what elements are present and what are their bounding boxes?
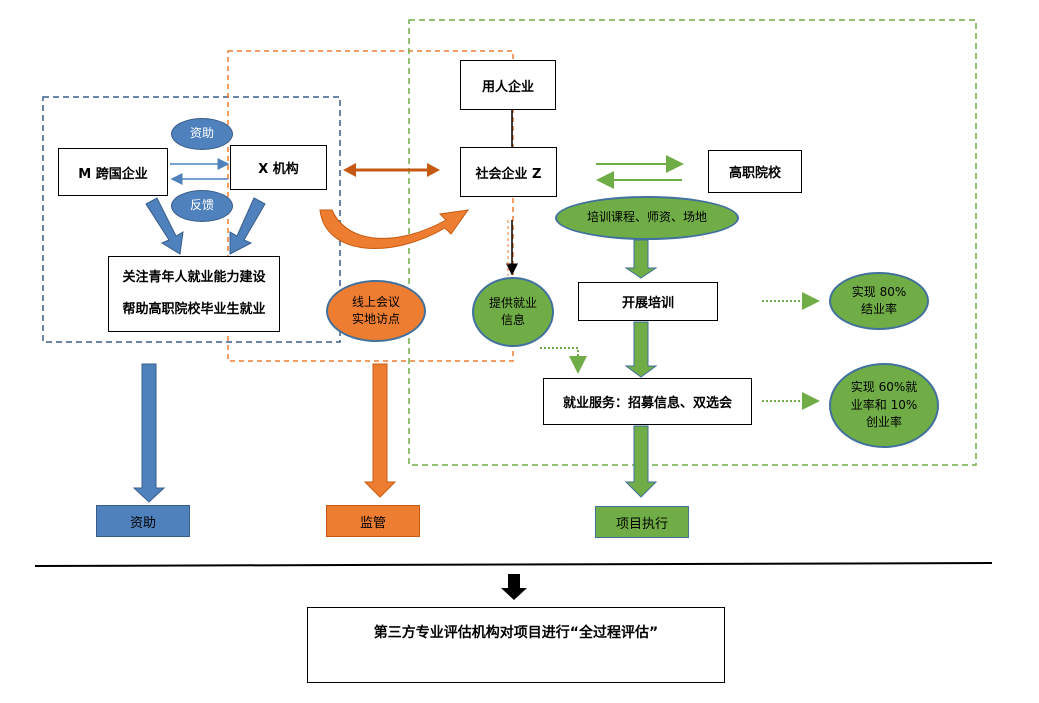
focus-box: 关注青年人就业能力建设 帮助高职院校毕业生就业	[108, 256, 280, 332]
separator-line	[34, 562, 993, 567]
training-resources-oval: 培训课程、师资、场地	[555, 196, 739, 240]
result2-line1: 实现 60%就	[850, 380, 918, 395]
arrow-resources-to-training	[624, 239, 658, 279]
blue-dashed-frame	[42, 96, 341, 343]
arrow-m-to-focus	[145, 197, 184, 255]
focus-line2: 帮助高职院校毕业生就业	[122, 302, 266, 317]
dotted-jobinfo-to-service	[540, 347, 587, 374]
result2-oval: 实现 60%就 业率和 10% 创业率	[829, 363, 939, 448]
evaluation-box: 第三方专业评估机构对项目进行“全过程评估”	[307, 607, 725, 683]
result2-line2: 业率和 10%	[850, 397, 918, 412]
result1-oval: 实现 80% 结业率	[829, 272, 929, 330]
focus-line1: 关注青年人就业能力建设	[122, 270, 266, 285]
arrow-service-to-execution	[624, 425, 658, 498]
social-enterprise-label: 社会企业 Z	[475, 166, 542, 182]
training-box: 开展培训	[578, 282, 718, 321]
m-company-label: M 跨国企业	[78, 166, 148, 182]
social-enterprise-box: 社会企业 Z	[460, 147, 557, 197]
arrow-x-to-focus	[229, 197, 266, 255]
training-label: 开展培训	[621, 296, 674, 311]
out-funding-box: 资助	[96, 505, 190, 537]
funding-oval: 资助	[171, 118, 233, 150]
arrow-down-evaluation	[501, 574, 527, 600]
online-meeting-line2: 实地访点	[351, 312, 400, 326]
out-supervision-box: 监管	[326, 505, 420, 537]
out-supervision-label: 监管	[359, 515, 386, 531]
employment-service-box: 就业服务：招募信息、双选会	[543, 378, 752, 425]
online-meeting-oval: 线上会议 实地访点	[326, 280, 426, 342]
evaluation-label: 第三方专业评估机构对项目进行“全过程评估”	[373, 625, 659, 641]
x-org-box: X 机构	[230, 145, 327, 190]
job-info-line2: 信息	[500, 313, 525, 327]
m-company-box: M 跨国企业	[58, 148, 168, 196]
feedback-oval: 反馈	[171, 190, 233, 222]
curved-orange-arrow	[319, 209, 470, 250]
arrow-training-to-service	[624, 321, 658, 378]
job-info-oval: 提供就业 信息	[472, 277, 554, 347]
job-info-line1: 提供就业	[488, 295, 537, 310]
vocational-college-box: 高职院校	[708, 150, 802, 193]
online-meeting-line1: 线上会议	[351, 294, 400, 309]
employer-label: 用人企业	[481, 79, 534, 95]
x-org-label: X 机构	[258, 162, 299, 177]
out-execution-box: 项目执行	[595, 506, 689, 538]
out-execution-label: 项目执行	[615, 516, 668, 532]
funding-oval-label: 资助	[189, 126, 214, 141]
employer-box: 用人企业	[460, 60, 556, 110]
result2-line3: 创业率	[865, 415, 902, 430]
result1-line2: 结业率	[860, 302, 897, 316]
arrow-down-funding	[132, 363, 166, 503]
out-funding-label: 资助	[129, 515, 156, 531]
arrow-down-supervision	[363, 363, 397, 498]
feedback-oval-label: 反馈	[189, 198, 214, 213]
vocational-college-label: 高职院校	[728, 166, 781, 181]
employment-service-label: 就业服务：招募信息、双选会	[562, 396, 732, 411]
training-resources-label: 培训课程、师资、场地	[586, 210, 707, 225]
result1-line1: 实现 80%	[851, 284, 907, 299]
